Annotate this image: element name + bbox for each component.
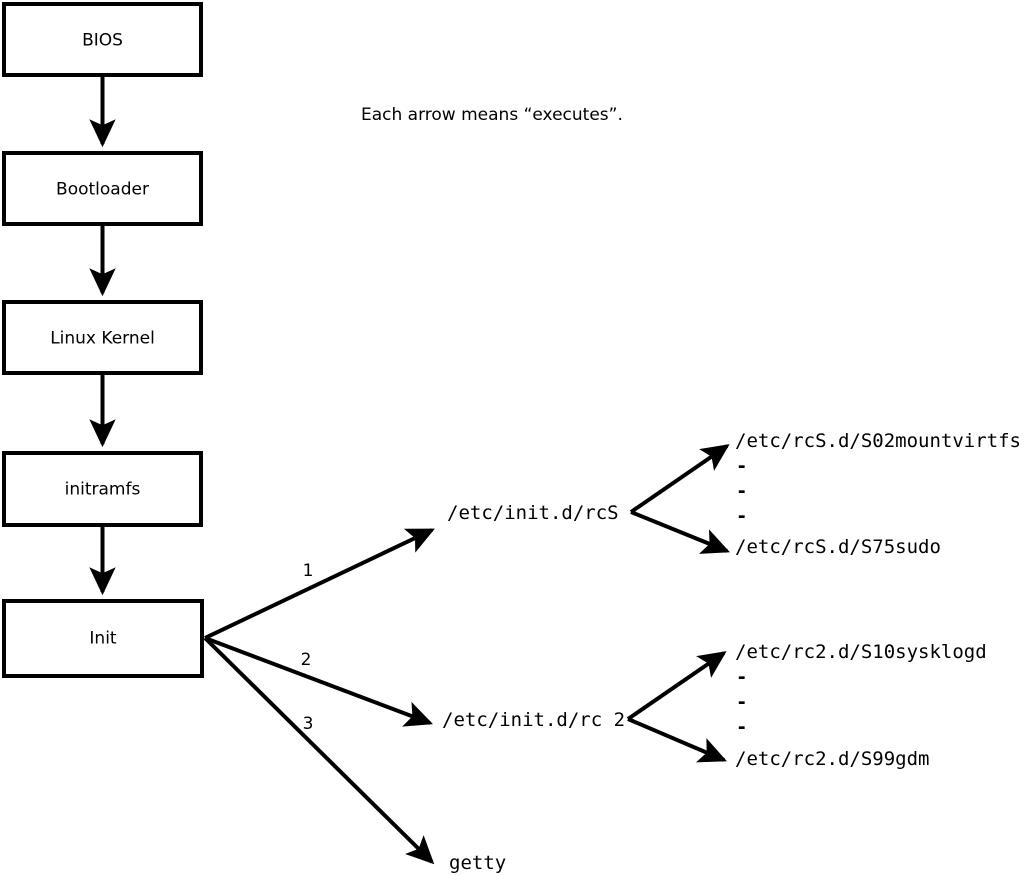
rcs-ellipsis-dash-1: - xyxy=(736,455,747,477)
branch-number-1: 1 xyxy=(303,561,314,581)
label-rc2d-s99gdm: /etc/rc2.d/S99gdm xyxy=(735,748,929,770)
box-label-init: Init xyxy=(89,629,117,649)
arrow-rcs-to-first-script xyxy=(629,444,730,514)
rc2-ellipsis-dash-3: - xyxy=(736,716,747,738)
box-label-bootloader: Bootloader xyxy=(56,180,149,200)
box-label-bios: BIOS xyxy=(82,31,123,51)
process-box-bootloader: Bootloader xyxy=(2,151,203,226)
box-outline-bios xyxy=(2,2,203,77)
box-outline-kernel xyxy=(2,300,203,375)
label-rc2d-s10sysklogd: /etc/rc2.d/S10sysklogd xyxy=(735,641,987,663)
process-box-initramfs: initramfs xyxy=(2,451,203,527)
box-outline-init xyxy=(2,599,204,678)
label-getty: getty xyxy=(449,852,506,874)
diagram-caption: Each arrow means “executes”. xyxy=(361,105,623,125)
arrow-init-to-rcs xyxy=(204,528,435,640)
process-box-init: Init xyxy=(2,599,204,678)
arrow-init-to-rc2 xyxy=(204,636,433,727)
arrow-rc2-to-last-script xyxy=(627,717,727,763)
label-etc-initd-rc2: /etc/init.d/rc 2 xyxy=(442,709,625,731)
arrow-rc2-to-first-script xyxy=(626,651,727,721)
rcs-ellipsis-dash-2: - xyxy=(736,480,747,502)
rcs-ellipsis-dash-3: - xyxy=(736,505,747,527)
box-outline-initramfs xyxy=(2,451,203,527)
process-box-kernel: Linux Kernel xyxy=(2,300,203,375)
label-rcsd-s02mountvirtfs: /etc/rcS.d/S02mountvirtfs xyxy=(735,430,1021,452)
branch-number-2: 2 xyxy=(301,650,312,670)
rc2-ellipsis-dash-2: - xyxy=(736,691,747,713)
box-outline-bootloader xyxy=(2,151,203,226)
arrow-rcs-to-last-script xyxy=(630,510,730,554)
branch-number-3: 3 xyxy=(303,714,314,734)
rc2-ellipsis-dash-1: - xyxy=(736,666,747,688)
arrow-init-to-getty xyxy=(203,636,435,865)
process-box-bios: BIOS xyxy=(2,2,203,77)
label-etc-initd-rcs: /etc/init.d/rcS xyxy=(447,502,619,524)
label-rcsd-s75sudo: /etc/rcS.d/S75sudo xyxy=(735,536,941,558)
box-label-initramfs: initramfs xyxy=(65,480,141,500)
box-label-kernel: Linux Kernel xyxy=(50,329,155,349)
